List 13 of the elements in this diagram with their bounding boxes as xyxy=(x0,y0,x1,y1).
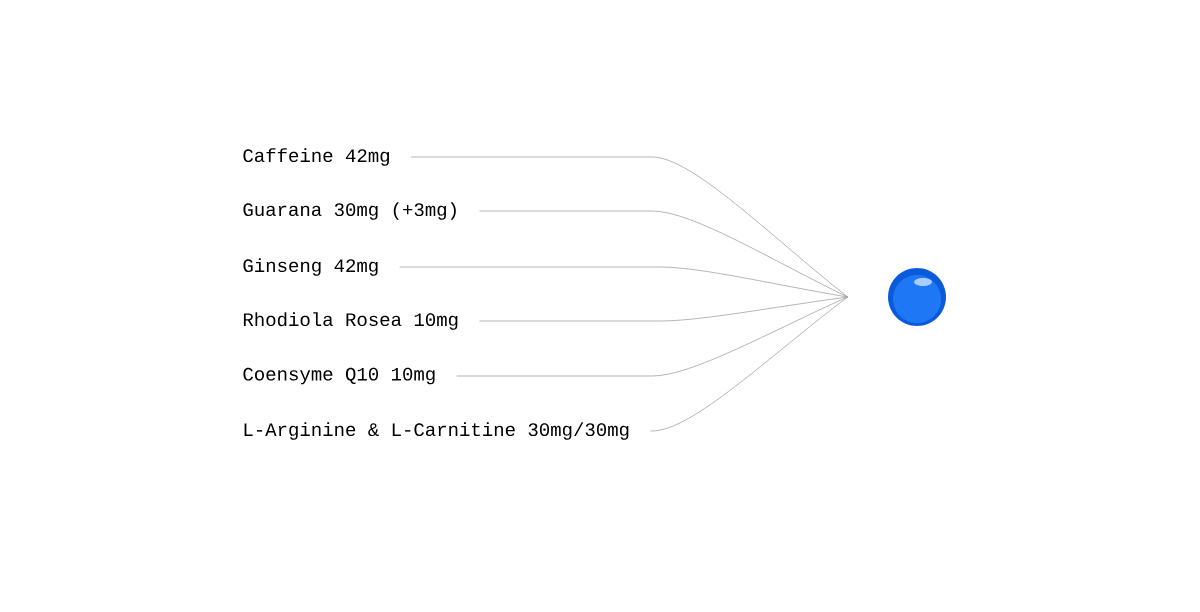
ingredient-label: L-Arginine & L-Carnitine 30mg/30mg xyxy=(244,422,629,440)
leader-line xyxy=(456,296,848,377)
capsule-drawing xyxy=(888,268,946,326)
ingredient-label: Ginseng 42mg xyxy=(243,258,378,276)
ingredient-label: Caffeine 42mg xyxy=(243,148,389,166)
leader-line xyxy=(399,266,848,298)
leader-line xyxy=(650,296,848,432)
leader-line xyxy=(410,156,848,298)
ingredient-label: Rhodiola Rosea 10mg xyxy=(243,312,458,330)
leader-line xyxy=(479,296,848,322)
ingredient-label: Coensyme Q10 10mg xyxy=(243,367,435,385)
leader-line xyxy=(479,210,848,298)
ingredient-label: Guarana 30mg (+3mg) xyxy=(243,202,456,220)
